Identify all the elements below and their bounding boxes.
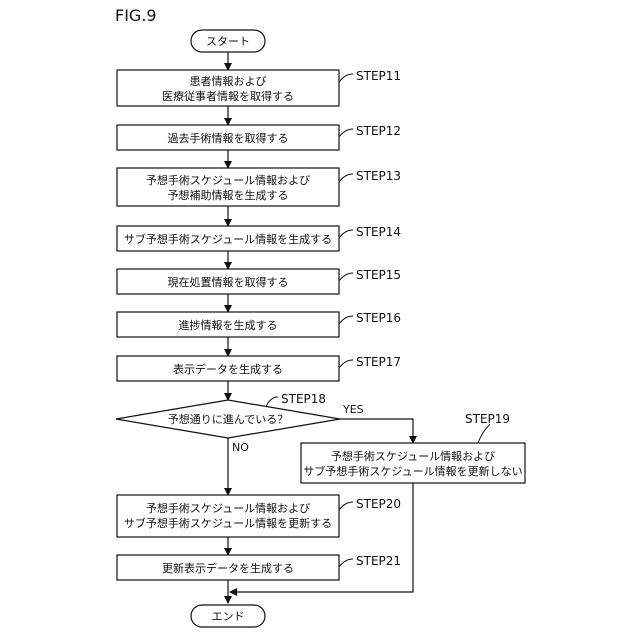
step14-line1: サブ予想手術スケジュール情報を生成する [124,232,332,246]
step19-id: STEP19 [465,412,510,426]
step19-line1: 予想手術スケジュール情報および [331,449,495,463]
step19-leader [478,424,490,443]
step20-line2: サブ予想手術スケジュール情報を更新する [124,516,332,530]
yes-label: YES [342,403,364,416]
step13-id: STEP13 [356,169,401,183]
step11-line2: 医療従事者情報を取得する [162,89,294,103]
step12-id: STEP12 [356,124,401,138]
step16-id: STEP16 [356,311,401,325]
step14-leader [339,230,353,238]
step15-leader [339,273,353,281]
step20-id: STEP20 [356,497,401,511]
step12-leader [339,129,353,137]
step18-leader [266,397,278,407]
step14-id: STEP14 [356,225,401,239]
step21-leader [339,559,353,567]
end-label: エンド [212,610,245,623]
step13-leader [339,174,353,182]
no-label: NO [232,441,249,454]
step21-line1: 更新表示データを生成する [162,561,294,575]
step20-leader [339,502,353,510]
step15-id: STEP15 [356,268,401,282]
step17-leader [339,360,353,368]
step11-line1: 患者情報および [190,75,267,88]
step18-question: 予想通りに進んでいる？ [168,412,288,426]
step20-line1: 予想手術スケジュール情報および [146,501,310,515]
step15-line1: 現在処置情報を取得する [168,276,289,289]
step17-id: STEP17 [356,355,401,369]
step13-line2: 予想補助情報を生成する [168,188,289,202]
figure-label: FIG.9 [115,6,157,25]
step11-id: STEP11 [356,69,401,83]
step16-line1: 進捗情報を生成する [179,318,278,332]
start-label: スタート [206,35,250,48]
step12-line1: 過去手術情報を取得する [168,131,289,145]
step17-line1: 表示データを生成する [173,362,283,376]
connector-18-19-yes [340,419,413,443]
step16-leader [339,316,353,324]
step11-leader [339,74,353,82]
step21-id: STEP21 [356,554,401,568]
step19-line2: サブ予想手術スケジュール情報を更新しない [303,464,522,478]
step18-id: STEP18 [281,392,326,406]
step13-line1: 予想手術スケジュール情報および [146,173,310,187]
